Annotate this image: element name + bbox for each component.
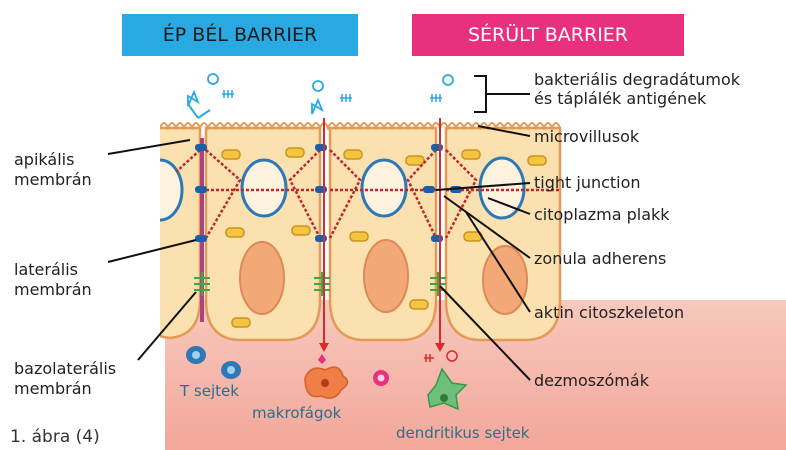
label-lateral-1: laterális	[14, 260, 78, 279]
antigen-bracket	[474, 76, 486, 112]
label-actin-cytoskeleton: aktin citoszkeleton	[534, 303, 684, 322]
label-microvilli: microvillusok	[534, 127, 639, 146]
antigen-particles	[188, 74, 453, 118]
label-cytoplasmic-plaque: citoplazma plakk	[534, 205, 670, 224]
figure-caption: 1. ábra (4)	[10, 428, 100, 447]
label-antigens-line2: és táplálék antigének	[534, 89, 706, 108]
label-apical-2: membrán	[14, 170, 92, 189]
label-tight-junction: tight junction	[534, 173, 641, 192]
label-t-cells: T sejtek	[180, 382, 239, 401]
label-apical-1: apikális	[14, 150, 74, 169]
label-basolateral-1: bazolaterális	[14, 359, 116, 378]
label-zonula-adherens: zonula adherens	[534, 249, 666, 268]
label-lateral-2: membrán	[14, 280, 92, 299]
label-dendritic-cells: dendritikus sejtek	[396, 424, 529, 443]
label-basolateral-2: membrán	[14, 379, 92, 398]
label-desmosomes: dezmoszómák	[534, 371, 649, 390]
label-antigens-line1: bakteriális degradátumok	[534, 70, 740, 89]
label-macrophages: makrofágok	[252, 404, 341, 423]
